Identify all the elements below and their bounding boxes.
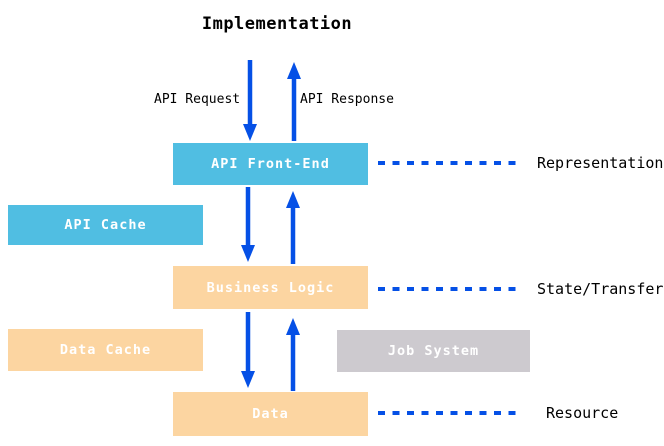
- business-logic-label: Business Logic: [206, 279, 335, 296]
- api-response-label: API Response: [300, 92, 394, 107]
- api-request-down-arrow-icon: [243, 60, 257, 141]
- resource-layer-label: Resource: [546, 404, 619, 422]
- front-end-to-logic-down-arrow-icon: [241, 187, 255, 262]
- data-to-logic-up-arrow-icon: [286, 318, 300, 391]
- state-transfer-layer-label: State/Transfer: [537, 280, 664, 298]
- api-front-end-box: API Front-End: [173, 143, 368, 185]
- data-box-label: Data: [252, 406, 289, 422]
- business-logic-box: Business Logic: [173, 266, 368, 309]
- api-cache-label: API Cache: [64, 217, 147, 233]
- api-front-end-label: API Front-End: [211, 156, 330, 172]
- job-system-label: Job System: [387, 343, 480, 359]
- data-box: Data: [173, 392, 368, 436]
- api-cache-box: API Cache: [8, 205, 203, 245]
- api-request-label: API Request: [154, 92, 241, 107]
- api-response-up-arrow-icon: [287, 62, 301, 141]
- data-cache-box: Data Cache: [8, 329, 203, 371]
- job-system-box: Job System: [337, 330, 530, 372]
- diagram-title: Implementation: [201, 14, 353, 34]
- logic-to-front-end-up-arrow-icon: [286, 191, 300, 264]
- data-cache-label: Data Cache: [59, 342, 152, 358]
- representation-layer-label: Representation: [537, 154, 664, 172]
- logic-to-data-down-arrow-icon: [241, 312, 255, 388]
